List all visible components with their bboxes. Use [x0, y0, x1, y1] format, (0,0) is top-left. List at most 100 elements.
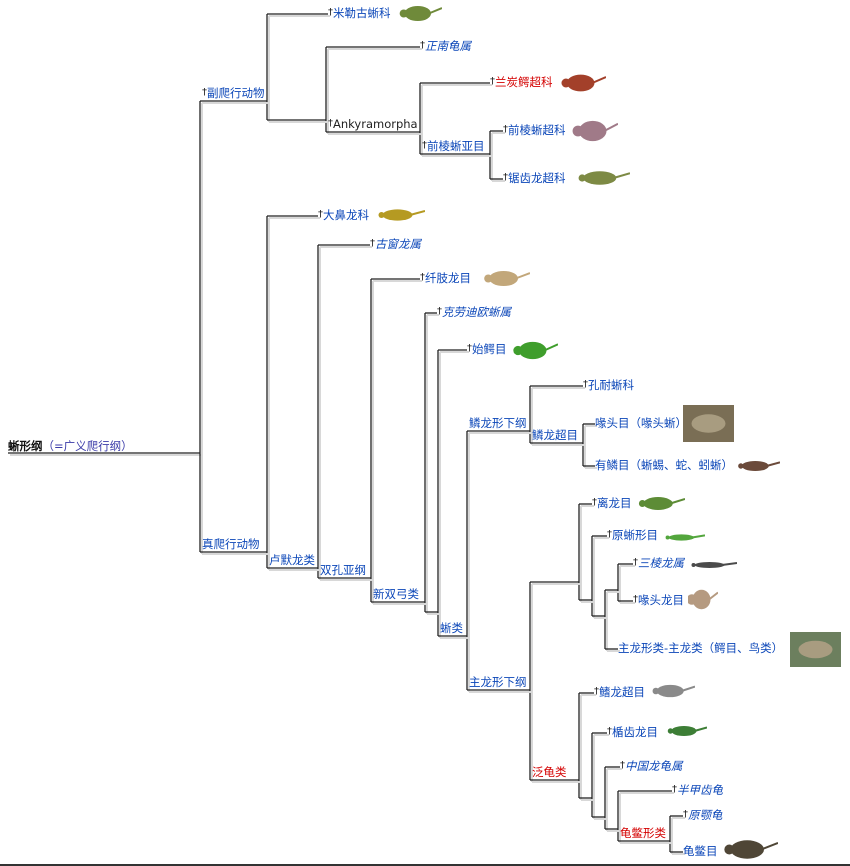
extinct-dagger-icon: †: [583, 379, 588, 390]
photo-croc-bird-image[interactable]: [790, 632, 841, 667]
extinct-dagger-icon: †: [607, 529, 612, 540]
taxon-prolacertiformes[interactable]: †原蜥形目: [607, 528, 658, 542]
taxon-archosauromorpha[interactable]: 主龙形下纲: [469, 675, 527, 689]
taxon-neodiapsida[interactable]: 新双弓类: [373, 587, 419, 601]
taxon-proganochelys[interactable]: †原颚龟: [683, 808, 723, 822]
placodont-green-image[interactable]: [665, 722, 707, 740]
taxon-label: 克劳迪欧蜥属: [442, 305, 511, 319]
lizard-dark-image[interactable]: [687, 560, 737, 570]
taxon-placodontia[interactable]: †楯齿龙目: [607, 725, 658, 739]
turtle-photo-image[interactable]: [722, 833, 778, 866]
taxon-label: 锯齿龙超科: [508, 171, 566, 185]
taxon-label: 孔耐蜥科: [588, 378, 634, 392]
taxon-label: 兰炭鳄超科: [495, 75, 553, 89]
extinct-dagger-icon: †: [633, 594, 638, 605]
reptile-red-image[interactable]: [560, 68, 606, 98]
taxon-label: 纤肢龙目: [425, 271, 471, 285]
reptile-tan-image[interactable]: [688, 582, 718, 617]
taxon-romeriida[interactable]: 卢默龙类: [269, 553, 315, 567]
taxon-captorhinidae[interactable]: †大鼻龙科: [318, 208, 369, 222]
croc-green-image[interactable]: [636, 492, 685, 515]
taxon-claudiosaurus[interactable]: †克劳迪欧蜥属: [437, 305, 511, 319]
taxon-paleothyris[interactable]: †古窗龙属: [370, 237, 421, 251]
taxon-label: 楯齿龙目: [612, 725, 658, 739]
taxon-label: 三棱龙属: [638, 556, 684, 570]
extinct-dagger-icon: †: [672, 784, 677, 795]
extinct-dagger-icon: †: [633, 557, 638, 568]
taxon-label: 鳞龙形下纲: [469, 416, 527, 430]
extinct-dagger-icon: †: [422, 140, 427, 151]
taxon-procolophonomorpha[interactable]: †前棱蜥亚目: [422, 139, 485, 153]
taxon-sinosaurosphargis[interactable]: †中国龙龟属: [620, 759, 683, 773]
taxon-label: Ankyramorpha: [333, 117, 418, 131]
taxon-sauria[interactable]: 蜥类: [440, 621, 463, 635]
taxon-label: 主龙形下纲: [469, 675, 527, 689]
photo-tuatara-image[interactable]: [683, 405, 734, 442]
extinct-dagger-icon: †: [503, 124, 508, 135]
taxon-label: 龟鳖目: [683, 844, 718, 858]
taxon-label: 前棱蜥超科: [508, 123, 566, 137]
taxon-label: 泛龟类: [532, 765, 567, 779]
root-label-main: 蜥形纲: [8, 439, 43, 453]
taxon-archosauriformes[interactable]: 主龙形类-主龙类（鳄目、鸟类）: [618, 641, 783, 655]
taxon-label: 原蜥形目: [612, 528, 658, 542]
extinct-dagger-icon: †: [607, 726, 612, 737]
taxon-choristodera[interactable]: †离龙目: [592, 496, 632, 510]
lizard-green-image[interactable]: [398, 0, 442, 27]
extinct-dagger-icon: †: [437, 306, 442, 317]
taxon-testudines[interactable]: 龟鳖目: [683, 844, 718, 858]
taxon-eureptilia[interactable]: 真爬行动物: [202, 537, 260, 551]
taxon-squamata[interactable]: 有鳞目（蜥蜴、蛇、蚓蜥）: [595, 458, 733, 472]
lizard-bright-green-image[interactable]: [512, 335, 558, 366]
taxon-label: 始鳄目: [472, 342, 507, 356]
taxon-label: 蜥类: [440, 621, 463, 635]
taxon-eunotosaurus[interactable]: †正南龟属: [420, 39, 471, 53]
taxon-parareptilia[interactable]: †副爬行动物: [202, 86, 265, 100]
taxon-label: 中国龙龟属: [625, 759, 683, 773]
lizard-tan-image[interactable]: [482, 265, 530, 292]
extinct-dagger-icon: †: [420, 272, 425, 283]
reptile-olive-image[interactable]: [575, 166, 630, 190]
extinct-dagger-icon: †: [318, 209, 323, 220]
lizard-yellow-image[interactable]: [375, 205, 425, 225]
taxon-label: 大鼻龙科: [323, 208, 369, 222]
taxon-ankyramorpha[interactable]: †Ankyramorpha: [328, 117, 418, 131]
extinct-dagger-icon: †: [594, 686, 599, 697]
taxon-label: 副爬行动物: [207, 86, 265, 100]
taxon-label: 新双弓类: [373, 587, 419, 601]
taxon-lepidosauromorpha[interactable]: 鳞龙形下纲: [469, 416, 527, 430]
taxon-trilophosaurus[interactable]: †三棱龙属: [633, 556, 684, 570]
lizard-small-green-image[interactable]: [662, 532, 705, 543]
taxon-araeoscelidia[interactable]: †纤肢龙目: [420, 271, 471, 285]
root-label-sauropsida[interactable]: 蜥形纲（=广义爬行纲）: [8, 439, 133, 453]
taxon-pantestudines[interactable]: 泛龟类: [532, 765, 567, 779]
extinct-dagger-icon: †: [328, 7, 333, 18]
extinct-dagger-icon: †: [620, 760, 625, 771]
plesiosaur-gray-image[interactable]: [650, 680, 695, 702]
taxon-testudinata[interactable]: 龟鳖形类: [620, 826, 666, 840]
extinct-dagger-icon: †: [370, 238, 375, 249]
taxon-label: 卢默龙类: [269, 553, 315, 567]
taxon-lepidosauria[interactable]: 鳞龙超目: [532, 428, 578, 442]
taxon-rhynchocephalia[interactable]: 喙头目（喙头蜥）: [595, 416, 687, 430]
taxon-rhynchosauria[interactable]: †喙头龙目: [633, 593, 684, 607]
extinct-dagger-icon: †: [592, 497, 597, 508]
taxon-label: 鳍龙超目: [599, 685, 645, 699]
taxon-millerettidae[interactable]: †米勒古蜥科: [328, 6, 391, 20]
taxon-label: 米勒古蜥科: [333, 6, 391, 20]
taxon-procolophonoidea[interactable]: †前棱蜥超科: [503, 123, 566, 137]
taxon-label: 鳞龙超目: [532, 428, 578, 442]
taxon-diapsida[interactable]: 双孔亚纲: [320, 563, 366, 577]
taxon-label: 有鳞目（蜥蜴、蛇、蚓蜥）: [595, 458, 733, 472]
taxon-pareiasauroidea[interactable]: †锯齿龙超科: [503, 171, 566, 185]
taxon-kuehneosauridae[interactable]: †孔耐蜥科: [583, 378, 634, 392]
taxon-sauropterygia[interactable]: †鳍龙超目: [594, 685, 645, 699]
reptile-pink-image[interactable]: [572, 113, 618, 149]
taxon-lanthanosuchoidea[interactable]: †兰炭鳄超科: [490, 75, 553, 89]
taxon-odontochelys[interactable]: †半甲齿龟: [672, 783, 723, 797]
taxon-younginiformes[interactable]: †始鳄目: [467, 342, 507, 356]
lizard-brown-image[interactable]: [735, 457, 780, 475]
extinct-dagger-icon: †: [467, 343, 472, 354]
bottom-border: [0, 864, 850, 866]
